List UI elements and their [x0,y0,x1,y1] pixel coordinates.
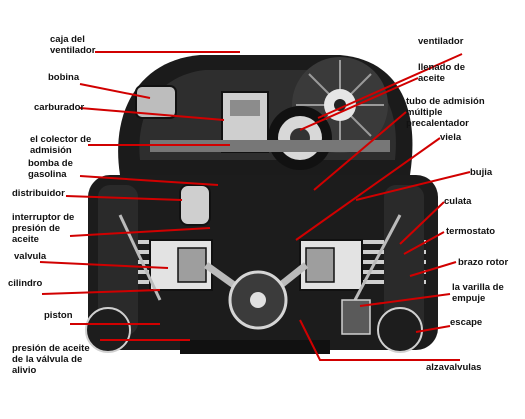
label-carburador: carburador [34,102,85,113]
leader-carburador [79,107,225,121]
cylinder-head-left [98,185,138,335]
label-interruptor-presion: interruptor de presión de aceite [12,212,75,245]
label-piston: piston [44,310,73,321]
leader-brazo-rotor [409,261,457,277]
label-termostato: termostato [446,226,496,237]
label-tubo-admision: tubo de admisión múltiple precalentador [406,96,485,129]
leader-interruptor-presion [69,227,211,237]
label-bujia: bujia [470,167,493,178]
leader-llenado-aceite [299,77,419,131]
piston-left [177,247,207,283]
label-alzavalvulas: alzavalvulas [426,362,482,373]
leader-viela [295,137,441,241]
coil [135,85,177,119]
cylinder-head-right [384,185,424,335]
engine-drawing [85,55,438,354]
label-distribuidor: distribuidor [12,188,65,199]
label-escape: escape [450,317,483,328]
label-culata: culata [444,196,472,207]
leader-escape [415,325,451,333]
leader-lines [39,51,471,361]
leader-cilindro [41,289,161,295]
leader-ventilador [317,53,463,119]
label-caja-ventilador: caja del ventilador [50,34,96,56]
piston-right [305,247,335,283]
label-llenado-aceite: llenado de aceite [418,62,465,84]
exhaust-left [85,307,131,353]
label-colector-admision: el colector de admisión [30,134,92,156]
label-bomba-gasolina: bomba de gasolina [28,158,73,180]
exhaust-right [377,307,423,353]
leader-bomba-gasolina [79,175,219,186]
leader-termostato [403,231,445,255]
leader-varilla-empuje [359,293,451,307]
leader-bobina [79,83,151,99]
distributor [179,184,211,226]
label-viela: viela [440,132,462,143]
leader-culata [399,201,445,245]
leader-bujia [355,171,471,201]
label-brazo-rotor: brazo rotor [458,257,509,268]
label-bobina: bobina [48,72,80,83]
leader-alzavalvulas [299,319,460,361]
label-valvula: valvula [14,251,47,262]
label-cilindro: cilindro [8,278,43,289]
label-presion-valvula-alivio: presión de aceite de la válvula de alivi… [12,343,90,376]
leader-tubo-admision [313,111,407,191]
label-ventilador: ventilador [418,36,464,47]
label-varilla-empuje: la varilla de empuje [452,282,504,304]
leader-valvula [39,261,169,269]
leader-distribuidor [65,195,183,201]
